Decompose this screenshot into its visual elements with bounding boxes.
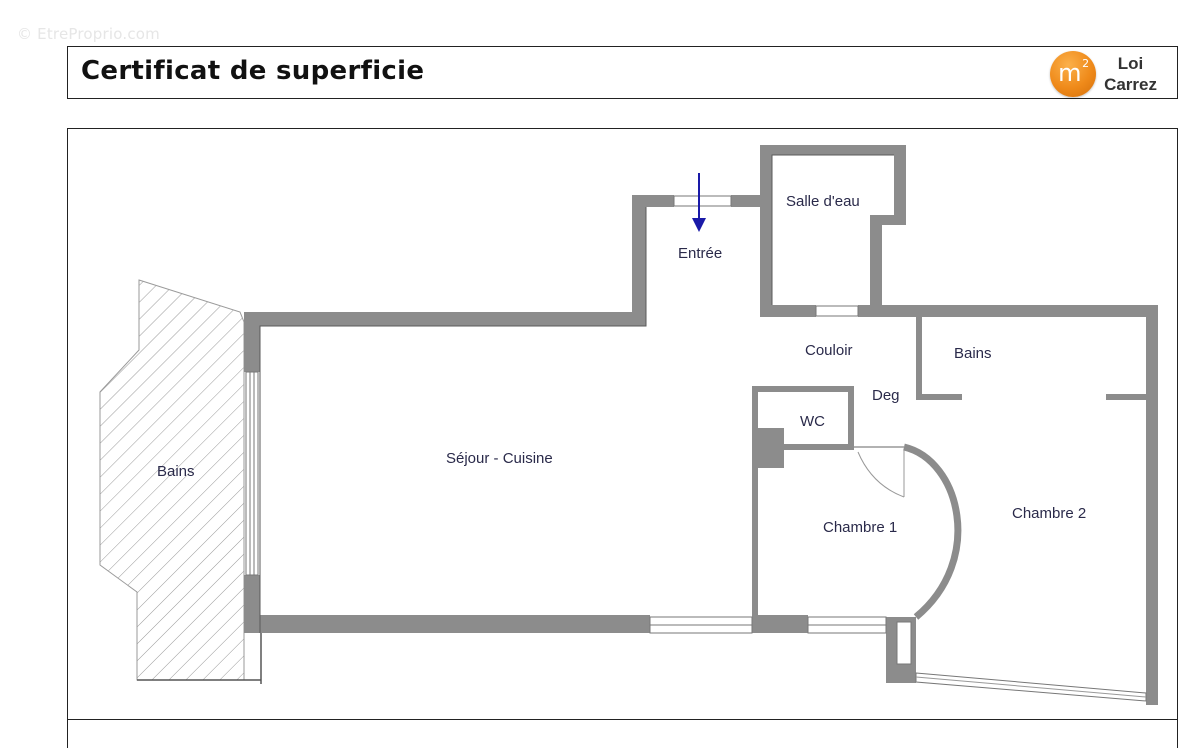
room-label-deg: Deg (872, 387, 900, 404)
m2-icon-letter: m (1058, 59, 1082, 87)
curved-wall (903, 443, 962, 620)
room-label-wc: WC (800, 413, 825, 430)
walls (244, 145, 1158, 705)
page-title: Certificat de superficie (81, 56, 425, 86)
room-label-entree: Entrée (678, 245, 722, 262)
header: Certificat de superficie m 2 Loi Carrez (67, 46, 1178, 99)
watermark: © EtreProprio.com (17, 25, 160, 43)
entrance-arrow-icon (692, 173, 706, 232)
badge-line-1: Loi (1117, 54, 1144, 73)
room-label-bains: Bains (954, 345, 992, 362)
room-label-bains-exterior: Bains (157, 463, 195, 480)
room-label-chambre-1: Chambre 1 (823, 519, 897, 536)
room-label-chambre-2: Chambre 2 (1012, 505, 1086, 522)
floor-plan: Entrée Salle d'eau Couloir Bains Deg WC … (99, 145, 1158, 705)
windows (245, 195, 912, 665)
door-swing (857, 450, 905, 498)
m2-icon-exponent: 2 (1082, 57, 1090, 70)
badge-text: Loi Carrez (1104, 53, 1157, 95)
room-label-sejour-cuisine: Séjour - Cuisine (446, 450, 553, 467)
loi-carrez-badge: m 2 Loi Carrez (1050, 51, 1157, 97)
room-label-couloir: Couloir (805, 342, 853, 359)
badge-line-2: Carrez (1104, 75, 1157, 94)
balcony-hatched-area (99, 279, 245, 681)
wall-outlines (259, 154, 894, 633)
m2-icon: m 2 (1050, 51, 1097, 97)
room-label-salle-deau: Salle d'eau (786, 193, 860, 210)
